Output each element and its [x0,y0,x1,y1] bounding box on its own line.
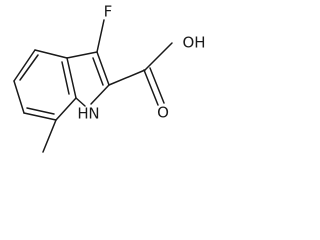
bond-c2-carboxyl [108,69,146,86]
carbonyl-oxygen-label: O [157,104,169,122]
bond-c7-c6 [23,112,57,121]
bond-c3a-c7a [66,57,77,99]
hydroxyl-label: OH [182,34,205,52]
structure-canvas: F OH O H N [0,0,212,162]
bond-c3a-c7a-inner [61,61,70,95]
fluorine-label: F [104,3,113,21]
bond-c2-n1 [90,84,110,105]
bond-c4-c3a [34,49,68,59]
bond-c5-c4 [13,49,36,82]
bond-c7-c6-inner [26,107,55,115]
bond-c6-c5 [13,80,25,114]
nitrogen-label: N [88,105,99,123]
bond-c3-c2 [96,51,110,86]
bond-c3a-c3 [66,51,98,59]
bond-c7-methyl [42,119,57,153]
molecule-structure: F OH O H N [13,3,206,153]
nitrogen-h-label: H [77,105,88,123]
bond-c5-c4-inner [19,54,39,81]
bond-c3-c2-inner [92,57,104,86]
bond-c7a-c7 [55,97,77,121]
bond-c3-f [96,19,105,53]
bond-n1-c7a [75,97,86,107]
bond-carboxyl-oh [144,42,173,71]
bond-carboxyl-o-2 [149,67,165,104]
bond-carboxyl-o-1 [143,69,159,106]
